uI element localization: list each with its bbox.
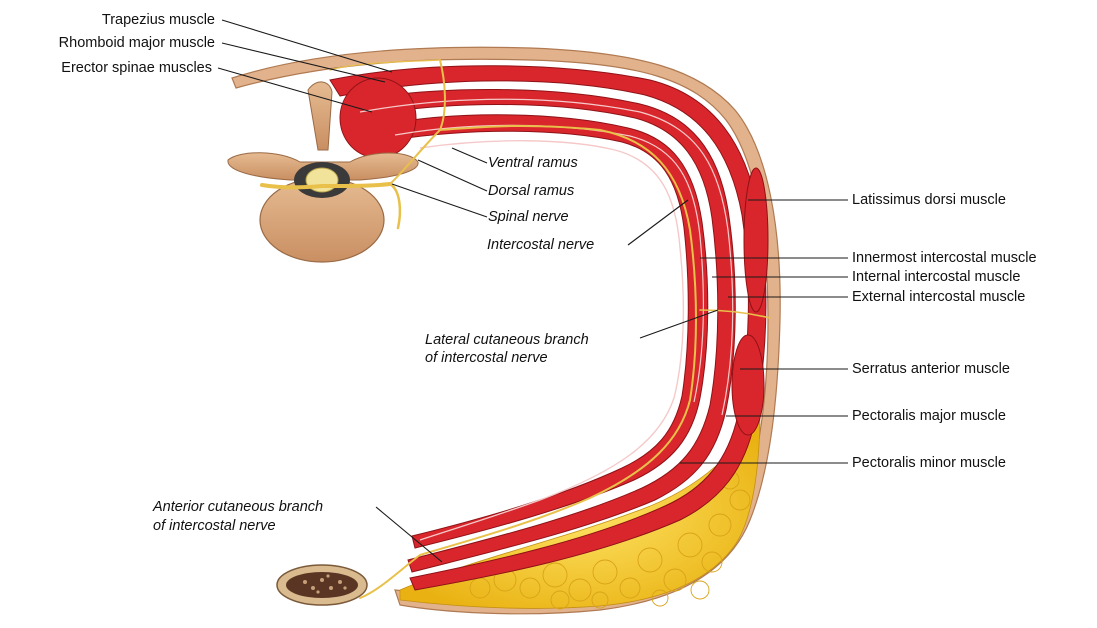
- label-lateral-cutaneous-2: of intercostal nerve: [425, 350, 548, 366]
- label-ventral-ramus: Ventral ramus: [488, 155, 578, 171]
- erector-spinae-muscle-shape: [340, 78, 416, 158]
- label-dorsal-ramus: Dorsal ramus: [488, 183, 574, 199]
- label-latissimus-dorsi: Latissimus dorsi muscle: [852, 192, 1006, 208]
- label-pectoralis-minor: Pectoralis minor muscle: [852, 455, 1006, 471]
- label-innermost-intercostal: Innermost intercostal muscle: [852, 250, 1037, 266]
- spinous-process: [308, 82, 332, 150]
- label-internal-intercostal: Internal intercostal muscle: [852, 269, 1020, 285]
- serratus-anterior-lobe: [744, 168, 768, 312]
- label-anterior-cutaneous-2: of intercostal nerve: [153, 518, 276, 534]
- label-trapezius: Trapezius muscle: [102, 12, 215, 28]
- sternum: [277, 565, 367, 605]
- serratus-anterior-lobe-2: [732, 335, 764, 435]
- label-rhomboid: Rhomboid major muscle: [59, 35, 215, 51]
- label-spinal-nerve: Spinal nerve: [488, 209, 569, 225]
- label-erector-spinae: Erector spinae muscles: [61, 60, 212, 76]
- label-external-intercostal: External intercostal muscle: [852, 289, 1025, 305]
- labels: Trapezius muscle Rhomboid major muscle E…: [59, 12, 1037, 534]
- label-serratus-anterior: Serratus anterior muscle: [852, 361, 1010, 377]
- label-anterior-cutaneous-1: Anterior cutaneous branch: [152, 499, 323, 515]
- label-lateral-cutaneous-1: Lateral cutaneous branch: [425, 332, 589, 348]
- label-intercostal-nerve: Intercostal nerve: [487, 237, 594, 253]
- label-pectoralis-major: Pectoralis major muscle: [852, 408, 1006, 424]
